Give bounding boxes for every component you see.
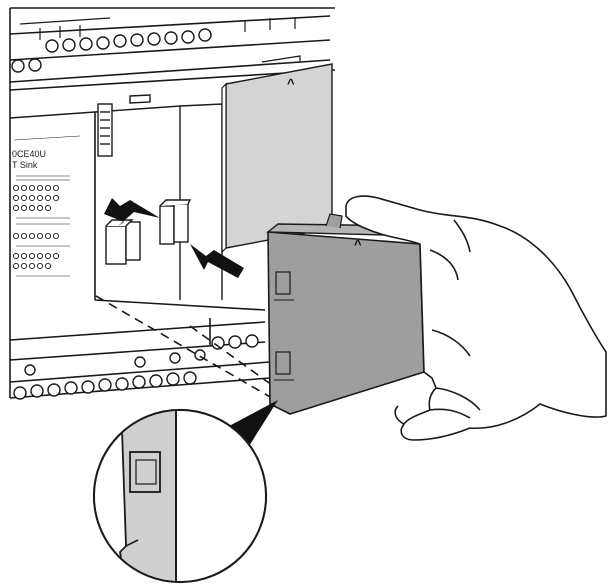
module-alignment-mark: ^ xyxy=(354,237,362,252)
magnifier-callout-icon xyxy=(92,400,278,584)
panel-alignment-mark: ^ xyxy=(287,76,295,91)
alignment-guides xyxy=(95,295,273,399)
led-tick-lines xyxy=(13,135,81,277)
io-module xyxy=(266,213,433,415)
controller-model-label: 0CE40U xyxy=(12,149,46,159)
controller-logic-label: T Sink xyxy=(12,160,38,170)
insert-arrow-icon xyxy=(104,198,160,226)
status-led-rows xyxy=(12,184,60,270)
insert-arrow-icon xyxy=(190,244,244,278)
slot-cover-panel xyxy=(221,55,333,254)
hand-icon xyxy=(345,195,607,441)
bottom-terminal-screws xyxy=(13,334,259,400)
slot-connectors xyxy=(105,199,192,265)
expansion-slot xyxy=(94,94,223,300)
top-terminal-cover xyxy=(19,17,296,40)
top-terminal-screws xyxy=(11,28,212,73)
